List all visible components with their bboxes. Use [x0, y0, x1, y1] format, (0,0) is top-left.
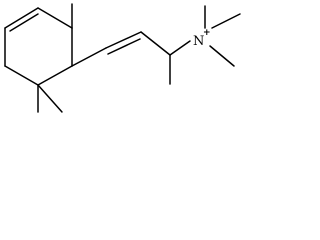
n-methyl-bond-down	[209, 45, 235, 67]
ammonium-methyls	[204, 5, 241, 67]
chain-bond-c8-c9	[140, 31, 171, 56]
n-methyl-bond-right	[211, 13, 241, 29]
nitrogen-symbol: N	[193, 34, 204, 49]
chain-bond-c7-c8-double-inner	[107, 38, 141, 55]
ring-bond-c2-c3-double-inner	[9, 13, 39, 32]
chain-bond-ring-to-c7	[71, 47, 107, 67]
cyclohexene-ring	[4, 7, 73, 86]
ring-bond-c1-c2	[37, 7, 73, 29]
chain-bond-c7-c8-double-outer	[105, 31, 142, 49]
structure-canvas: N +	[0, 0, 249, 126]
chain-bond-c9-n	[169, 40, 191, 56]
methyl-bond-c5-b	[37, 84, 63, 113]
ring-bond-c2-c3-double-outer	[4, 7, 39, 29]
side-chain	[71, 31, 191, 85]
chemical-structure-diagram: N +	[4, 3, 241, 113]
nitrogen-atom: N +	[193, 28, 211, 49]
ring-bond-c5-c6	[37, 65, 73, 86]
ring-substituents	[37, 3, 73, 113]
nitrogen-charge: +	[203, 28, 211, 38]
ring-bond-c4-c5	[4, 65, 39, 86]
